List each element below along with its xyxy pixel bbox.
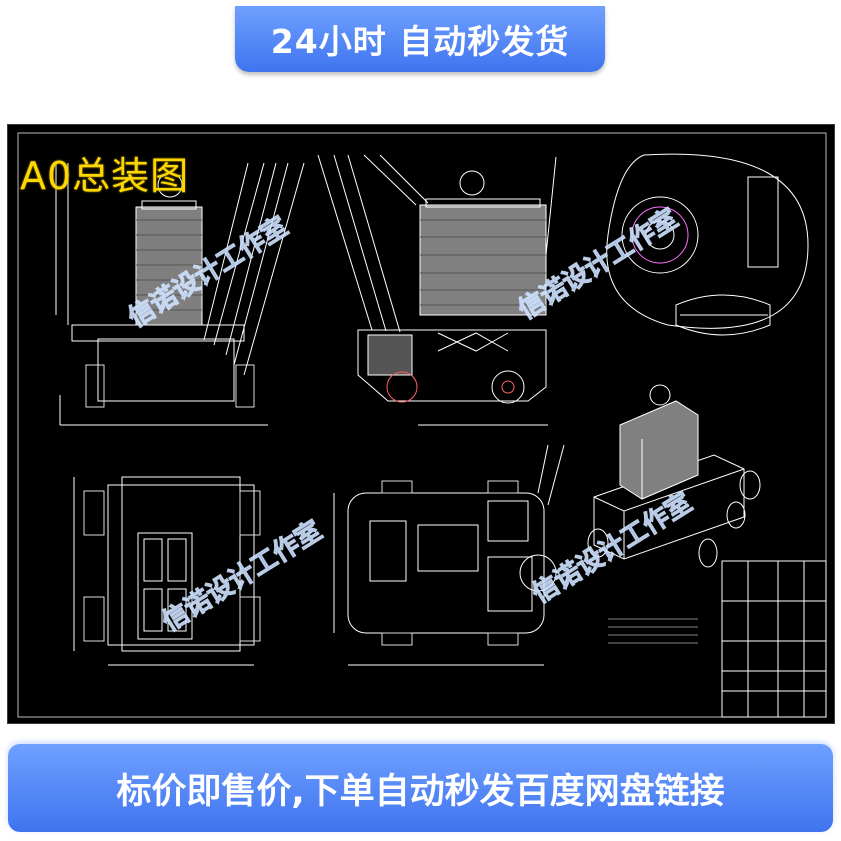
cad-linework <box>17 132 827 718</box>
top-banner: 24小时 自动秒发货 <box>235 6 605 72</box>
cad-drawing: A0总装图 信诺设计工作室 信诺设计工作室 信诺设计工作室 信诺设计工作室 <box>7 124 835 724</box>
bottom-banner-text: 标价即售价,下单自动秒发百度网盘链接 <box>116 771 725 812</box>
bottom-banner: 标价即售价,下单自动秒发百度网盘链接 <box>8 744 833 832</box>
top-banner-text: 24小时 自动秒发货 <box>270 22 570 61</box>
drawing-title: A0总装图 <box>20 154 190 198</box>
